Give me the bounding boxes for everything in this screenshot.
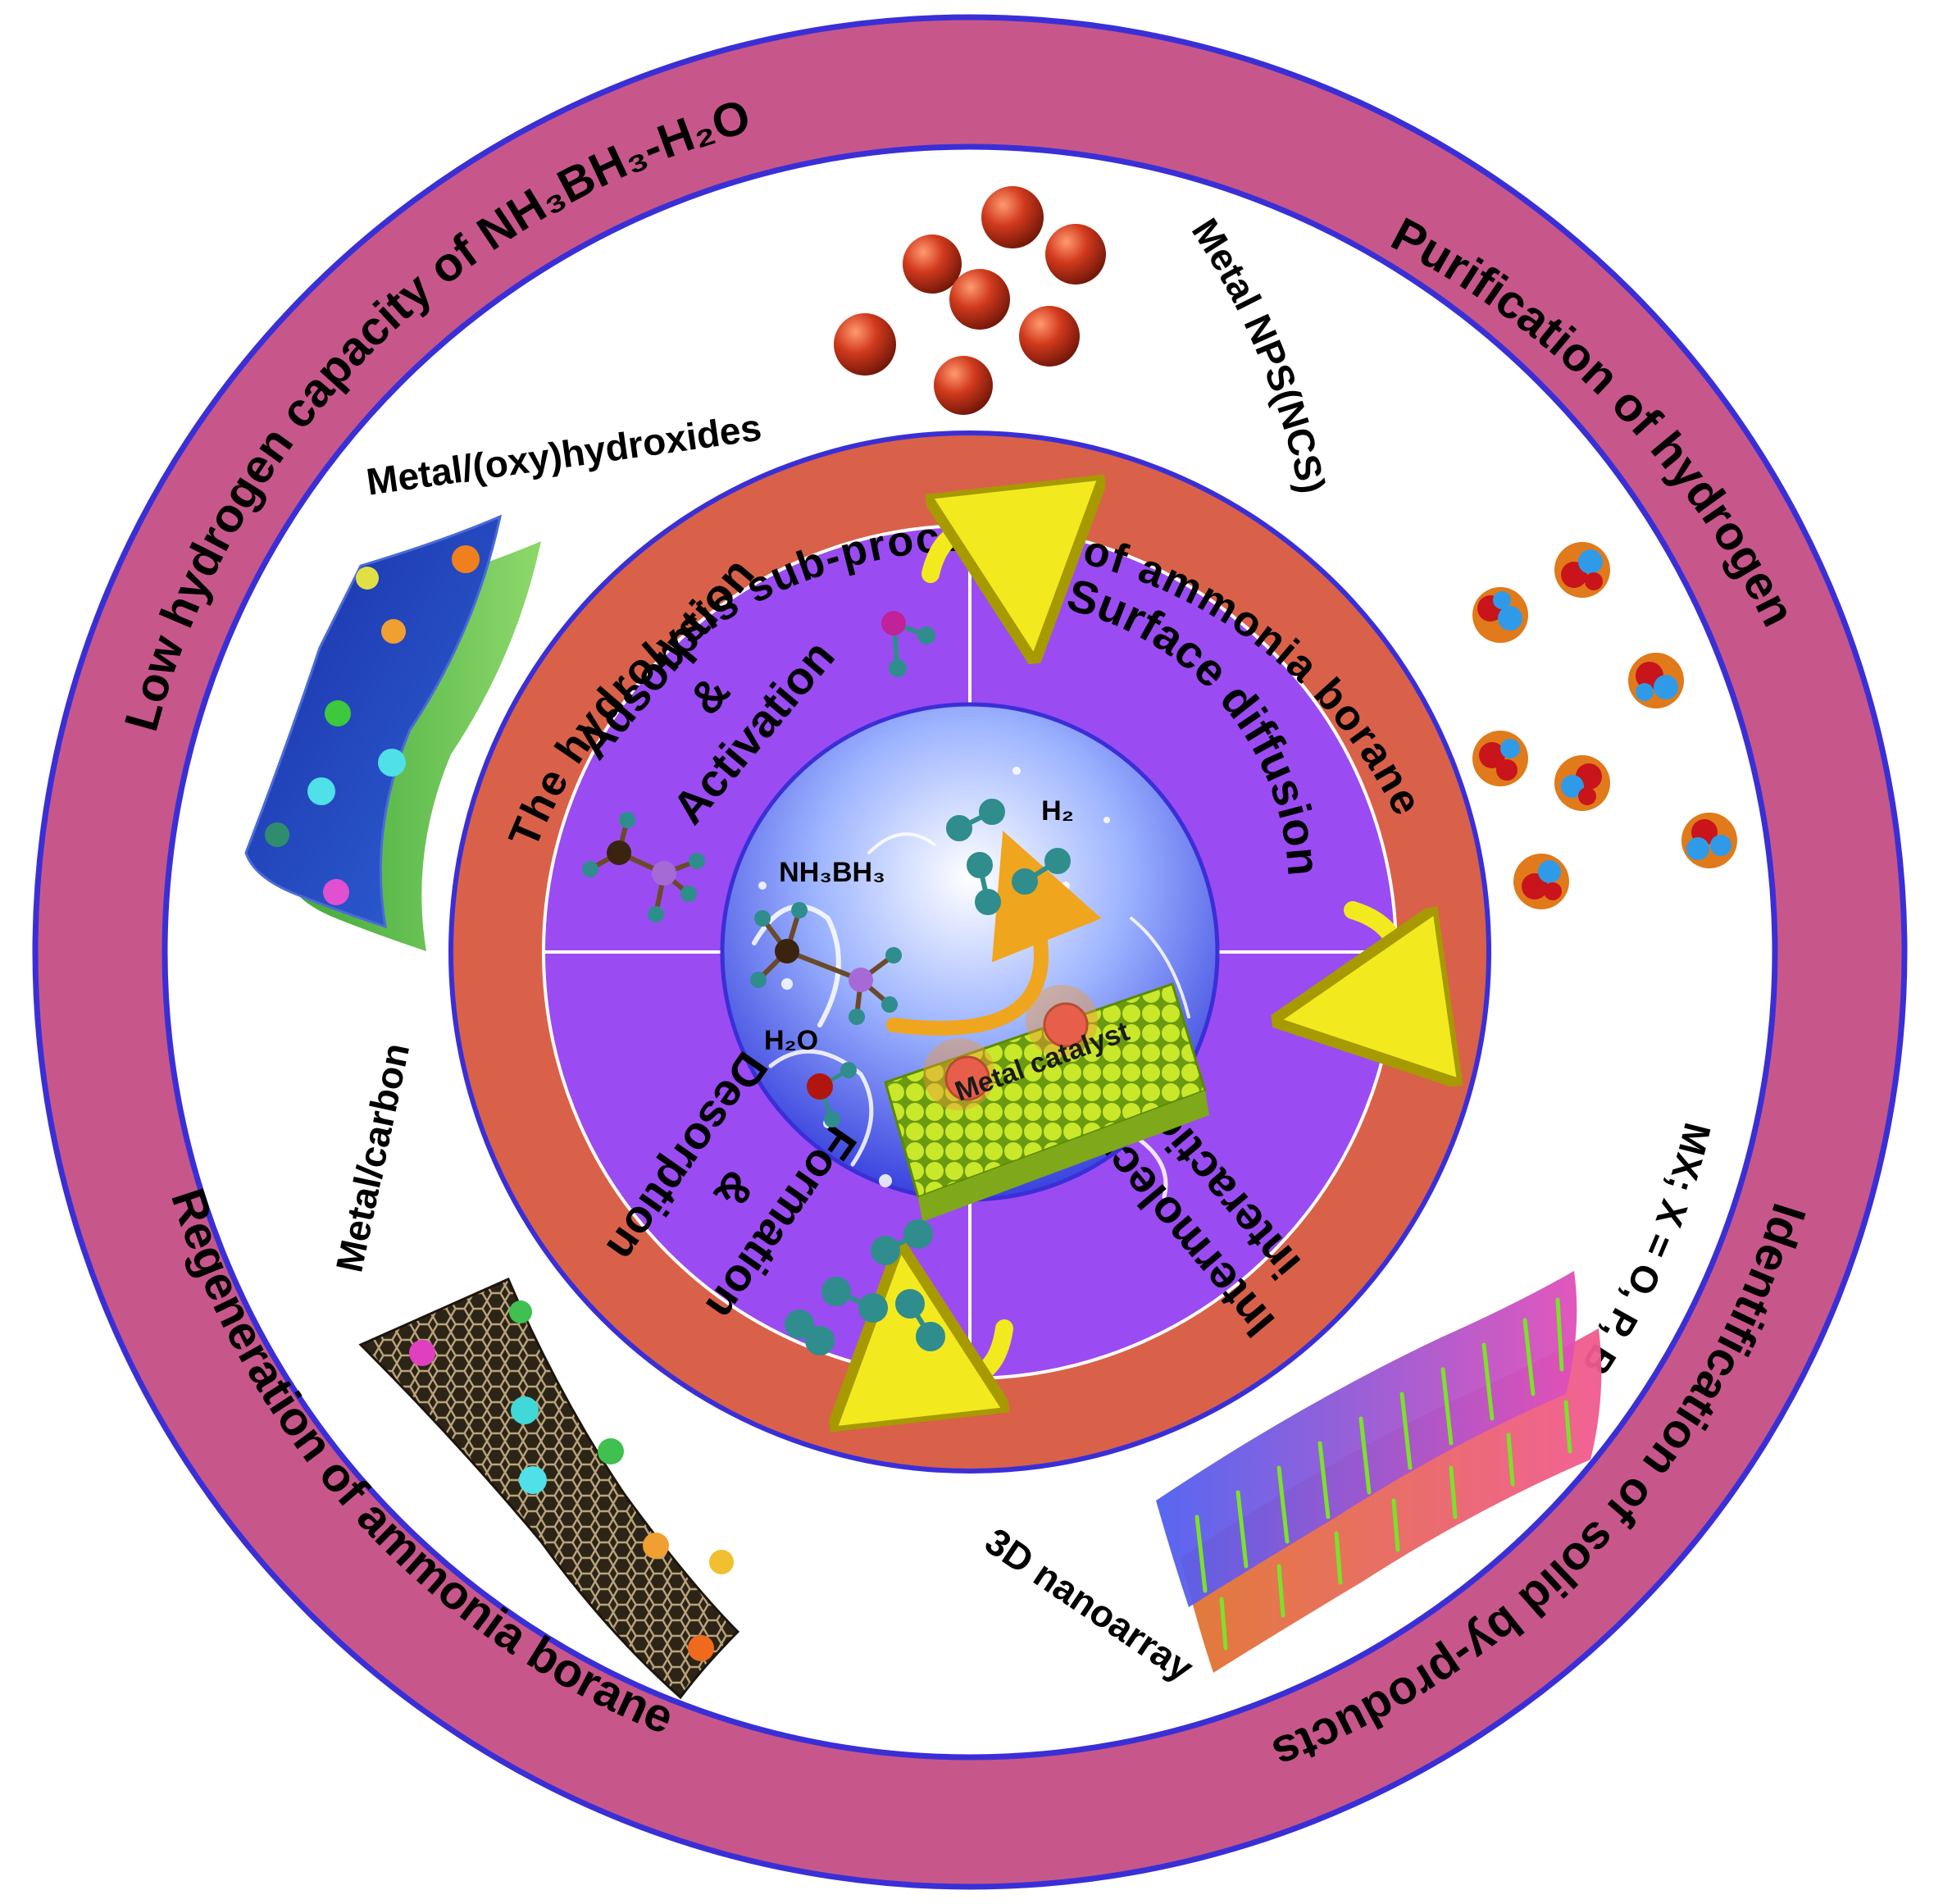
product-label: H₂ bbox=[1041, 795, 1074, 827]
arrow-top bbox=[921, 528, 1025, 574]
cycle-arrows bbox=[910, 528, 1399, 1379]
reactant-label: NH₃BH₃ bbox=[779, 857, 885, 888]
metal-nanoparticles bbox=[834, 186, 1106, 415]
arrow-right bbox=[1353, 901, 1399, 1009]
h2o-molecule bbox=[807, 1062, 857, 1127]
water-label: H₂O bbox=[764, 1025, 818, 1056]
nanoarray-sheet bbox=[1156, 1271, 1602, 1673]
arrow-bottom bbox=[910, 1328, 1013, 1378]
nh3bh3-molecule bbox=[750, 902, 902, 1025]
mx-clusters bbox=[1472, 542, 1737, 909]
quadrant-molecules bbox=[582, 611, 945, 1355]
metal-catalyst-slab bbox=[884, 982, 1209, 1222]
carbon-sheet bbox=[358, 1278, 740, 1700]
orange-reaction-arrow bbox=[886, 831, 1102, 1036]
h2-molecules-core bbox=[946, 799, 1071, 915]
oxyhydroxide-sheet bbox=[244, 514, 541, 951]
